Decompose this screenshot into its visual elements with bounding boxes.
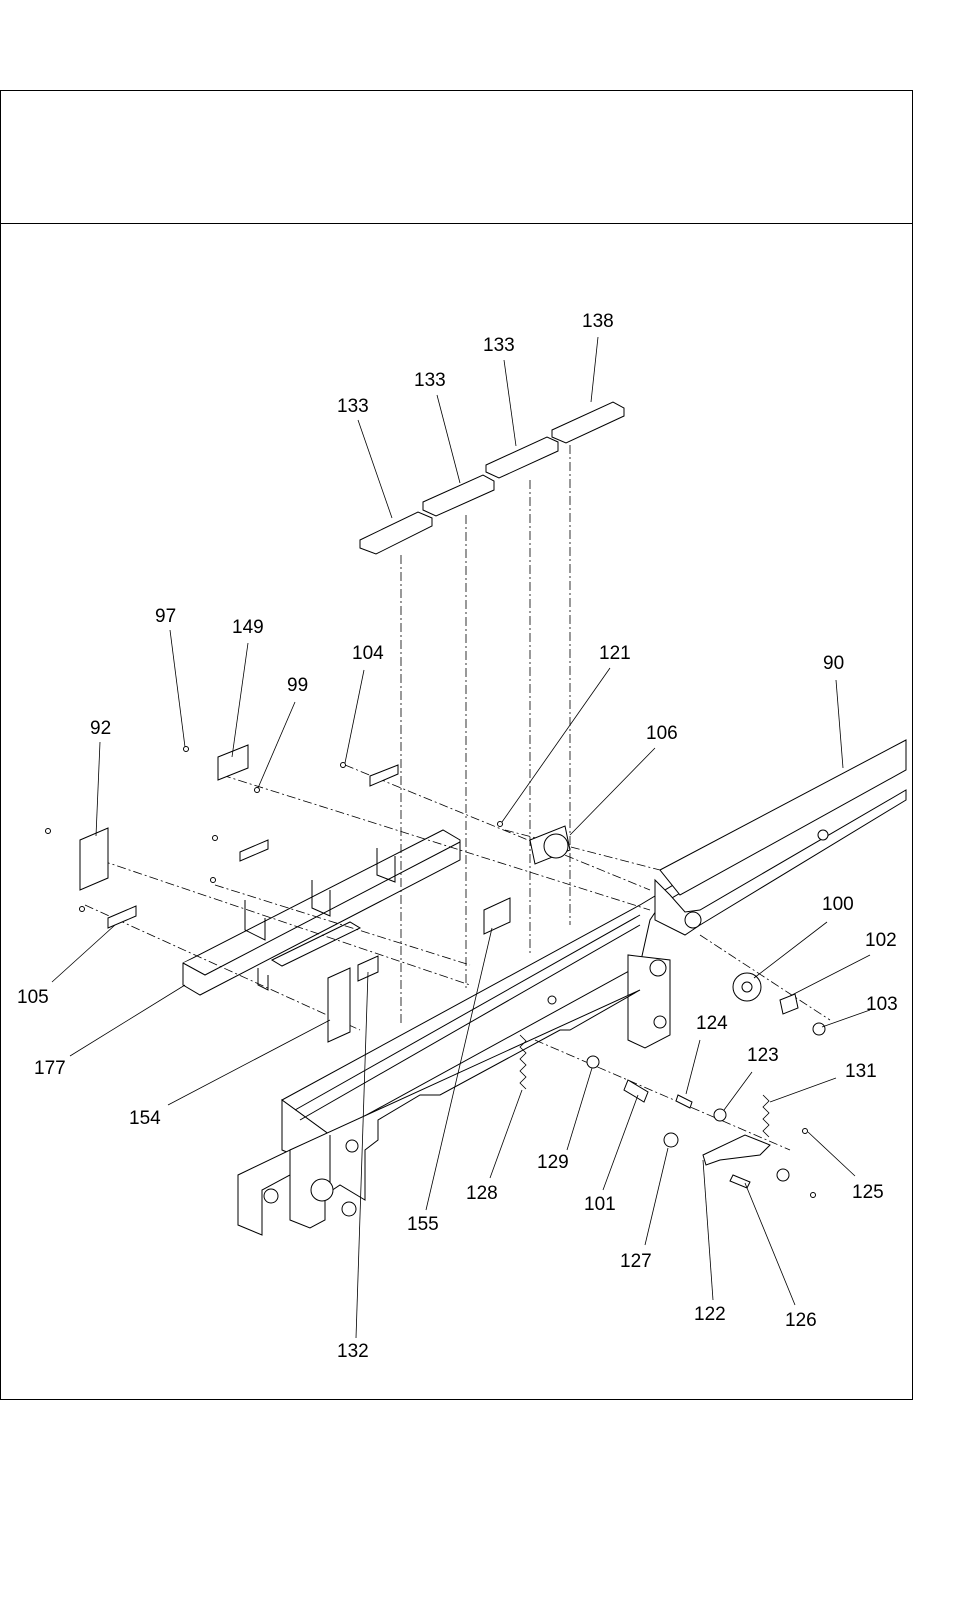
callout-125: 125 [852,1182,884,1203]
callout-131: 131 [845,1061,877,1082]
callout-177: 177 [34,1058,66,1079]
callout-138: 138 [582,311,614,332]
callout-126: 126 [785,1310,817,1331]
callout-128: 128 [466,1183,498,1204]
callout-129: 129 [537,1152,569,1173]
callout-133: 133 [337,396,369,417]
callout-101: 101 [584,1194,616,1215]
callout-127: 127 [620,1251,652,1272]
callout-99: 99 [287,675,308,696]
callout-155: 155 [407,1214,439,1235]
callout-102: 102 [865,930,897,951]
callout-100: 100 [822,894,854,915]
callout-92: 92 [90,718,111,739]
callout-123: 123 [747,1045,779,1066]
callout-105: 105 [17,987,49,1008]
callout-132: 132 [337,1341,369,1362]
callout-149: 149 [232,617,264,638]
callout-97: 97 [155,606,176,627]
callout-103: 103 [866,994,898,1015]
callout-104: 104 [352,643,384,664]
callout-154: 154 [129,1108,161,1129]
small-parts [46,745,826,1198]
callout-121: 121 [599,643,631,664]
callout-122: 122 [694,1304,726,1325]
callout-133: 133 [414,370,446,391]
callout-133: 133 [483,335,515,356]
callout-124: 124 [696,1013,728,1034]
callout-90: 90 [823,653,844,674]
callout-106: 106 [646,723,678,744]
upper-rail-assembly [183,830,460,995]
cover-plates [360,402,624,554]
